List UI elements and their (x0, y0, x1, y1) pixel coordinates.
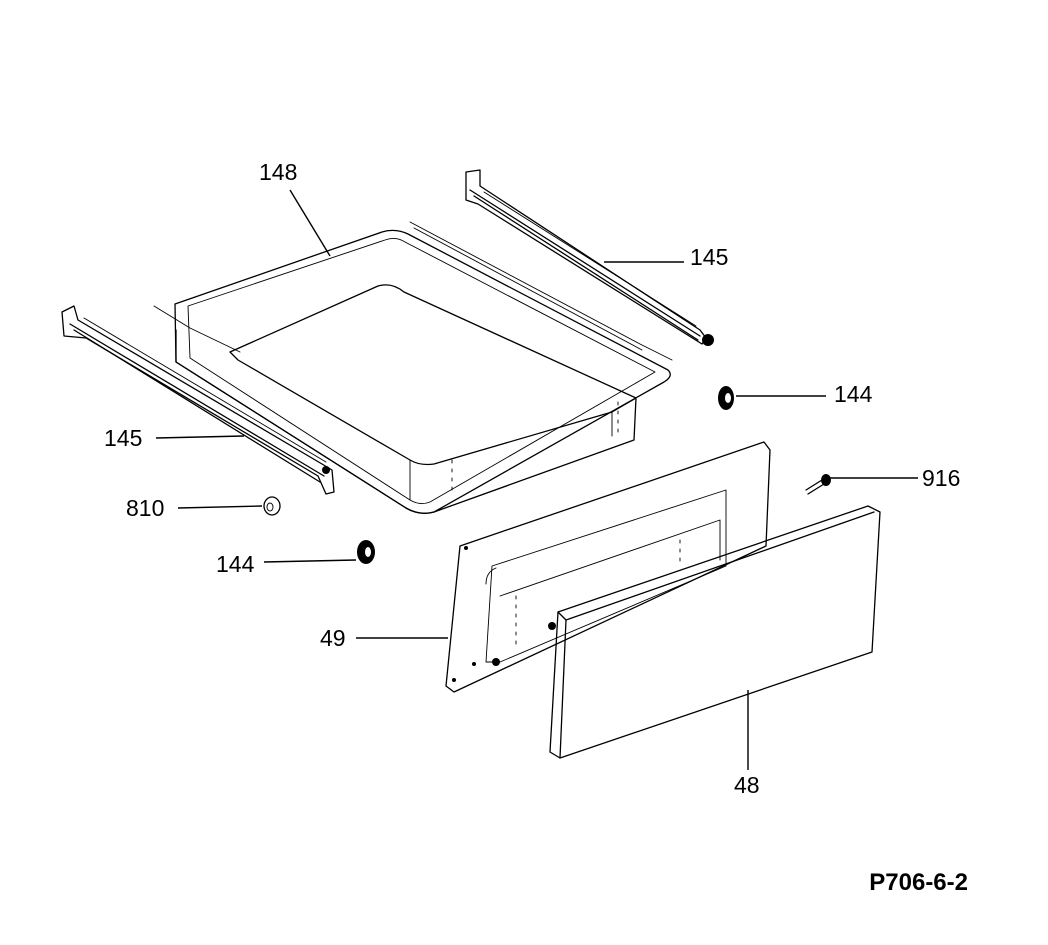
drawer-pan-part (153, 221, 673, 514)
callout-144-right: 144 (834, 381, 873, 407)
roller-left-part (357, 540, 375, 564)
slide-rail-right-part (465, 169, 714, 346)
callout-148: 148 (259, 159, 297, 185)
leader-lines (155, 189, 918, 770)
callout-145-right: 145 (690, 244, 728, 270)
callout-144-left: 144 (216, 551, 255, 577)
diagram-code: P706-6-2 (869, 869, 968, 896)
leader-810 (177, 505, 263, 509)
inner-door-panel-part (445, 441, 771, 693)
drawer-front-part (549, 505, 881, 759)
callout-145-left: 145 (104, 425, 142, 451)
screw-part (805, 474, 831, 495)
callout-49: 49 (320, 625, 346, 651)
roller-right-part (718, 386, 734, 410)
leader-148 (289, 189, 331, 257)
callout-916: 916 (922, 465, 960, 491)
leader-144-left (263, 559, 357, 563)
callout-48: 48 (734, 772, 760, 798)
slide-rail-left-part (61, 305, 335, 495)
nut-part (263, 496, 281, 516)
leader-145-left (155, 435, 245, 439)
callout-810: 810 (126, 495, 164, 521)
